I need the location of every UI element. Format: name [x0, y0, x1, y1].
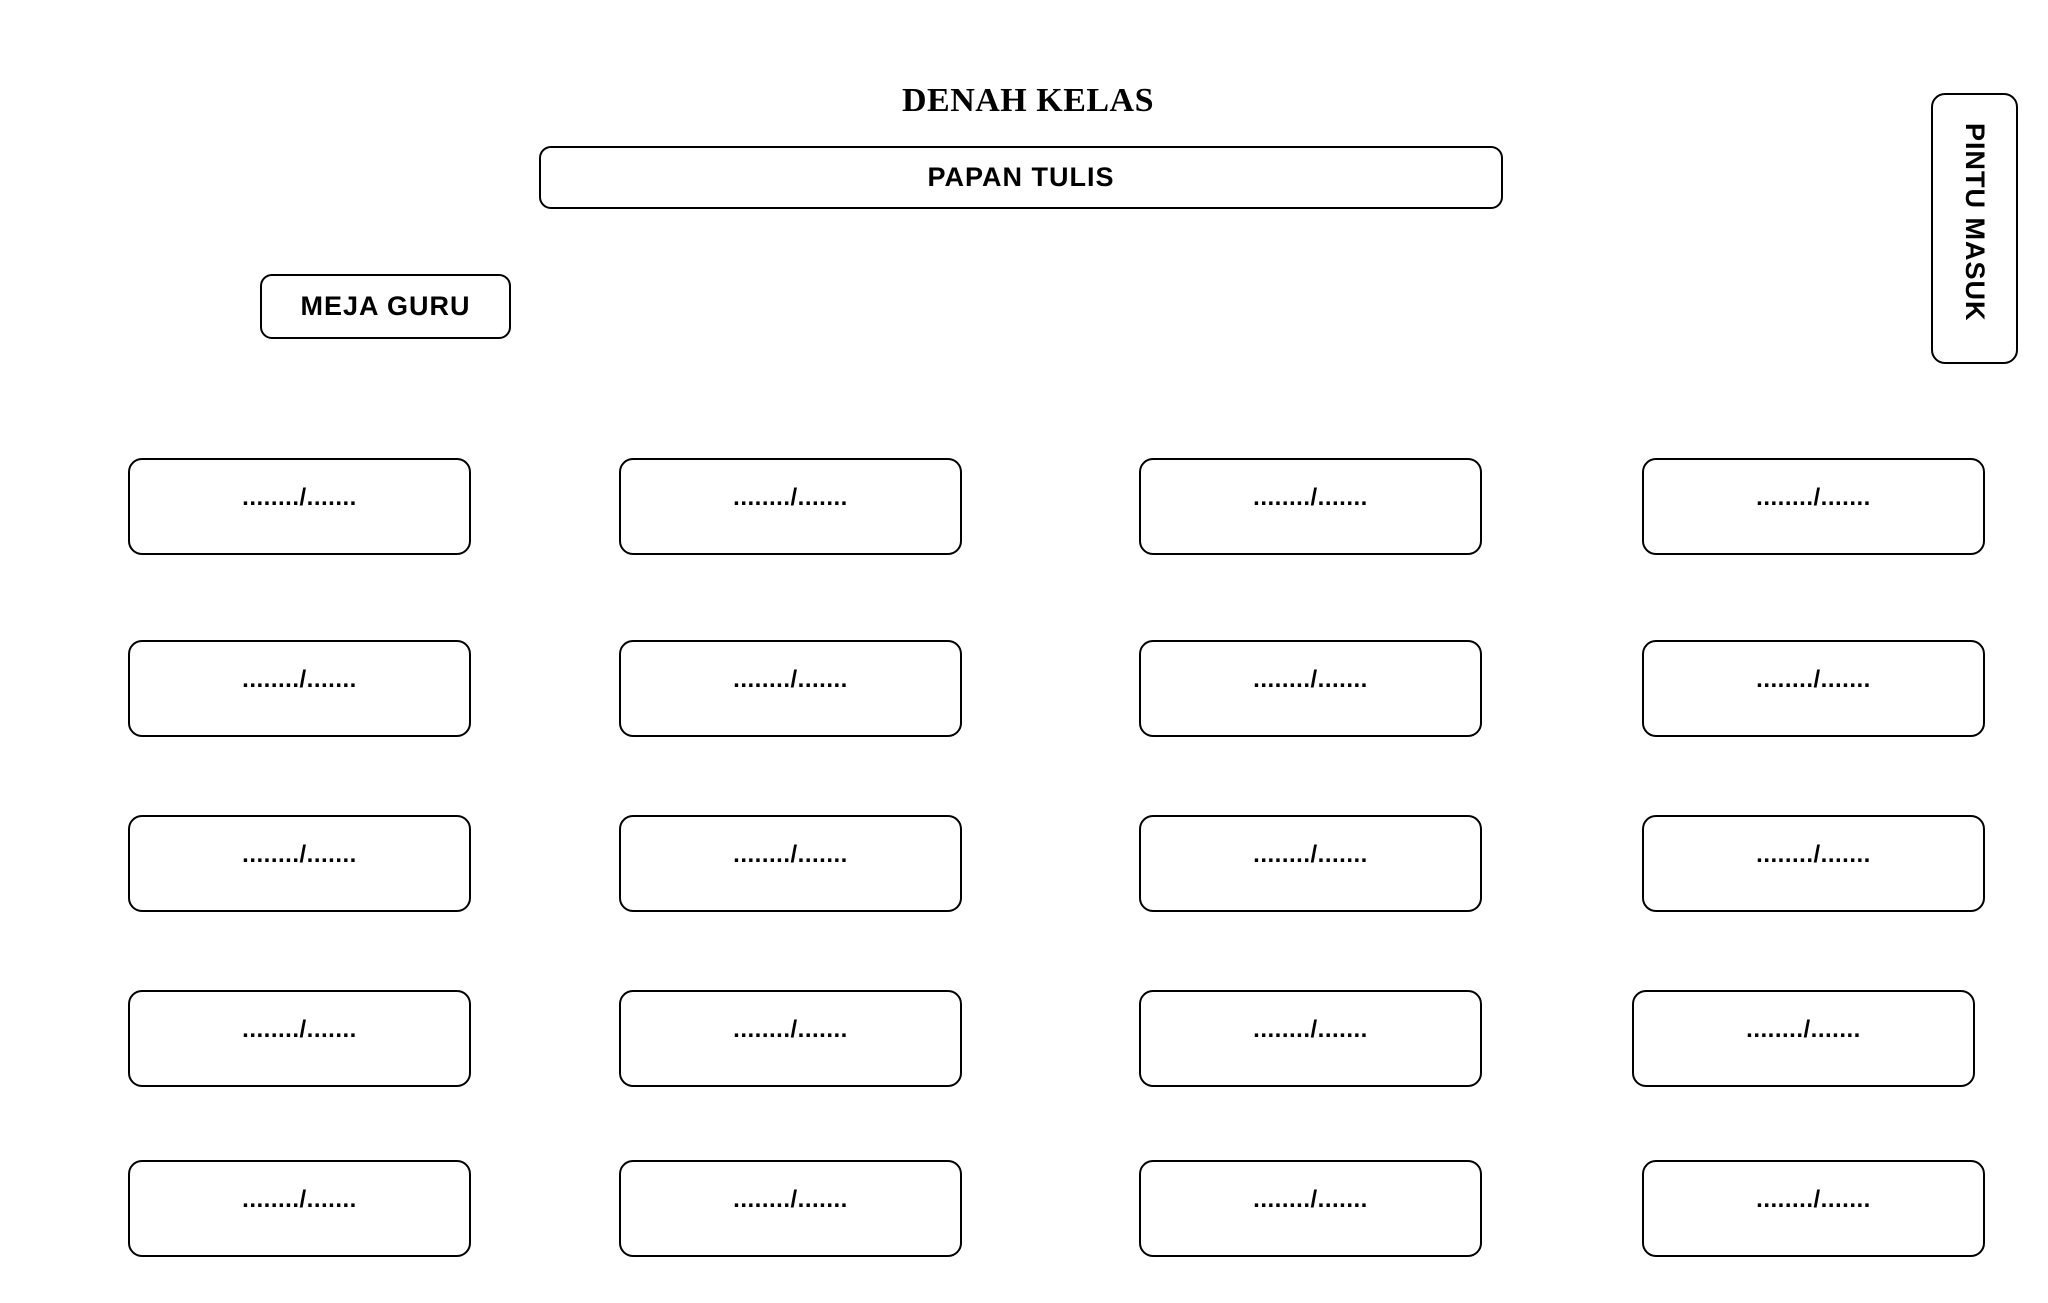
student-desk: ......../....... [128, 990, 471, 1087]
student-desk: ......../....... [1642, 815, 1985, 912]
desk-label: ......../....... [242, 1016, 357, 1043]
desk-label: ......../....... [733, 484, 848, 511]
desk-label: ......../....... [242, 666, 357, 693]
desk-label: ......../....... [242, 484, 357, 511]
student-desk: ......../....... [128, 1160, 471, 1257]
student-desk: ......../....... [128, 640, 471, 737]
student-desk: ......../....... [1139, 1160, 1482, 1257]
student-desk: ......../....... [1139, 640, 1482, 737]
student-desk: ......../....... [128, 815, 471, 912]
desk-label: ......../....... [1253, 1016, 1368, 1043]
desk-label: ......../....... [1756, 666, 1871, 693]
desk-label: ......../....... [1253, 484, 1368, 511]
desk-label: ......../....... [733, 841, 848, 868]
desk-label: ......../....... [1253, 666, 1368, 693]
student-desk: ......../....... [619, 990, 962, 1087]
desk-label: ......../....... [1253, 841, 1368, 868]
desk-label: ......../....... [733, 666, 848, 693]
teacher-desk-label: MEJA GURU [300, 291, 471, 321]
student-desk: ......../....... [619, 640, 962, 737]
student-desk: ......../....... [128, 458, 471, 555]
entrance-door-label: PINTU MASUK [1960, 123, 1990, 322]
student-desk: ......../....... [1642, 640, 1985, 737]
entrance-door: PINTU MASUK [1931, 93, 2018, 364]
student-desk: ......../....... [1139, 815, 1482, 912]
whiteboard: PAPAN TULIS [539, 146, 1503, 209]
student-desk: ......../....... [1632, 990, 1975, 1087]
student-desk: ......../....... [619, 815, 962, 912]
desk-label: ......../....... [733, 1186, 848, 1213]
desk-label: ......../....... [242, 1186, 357, 1213]
student-desk: ......../....... [1139, 458, 1482, 555]
desk-label: ......../....... [1756, 841, 1871, 868]
desk-label: ......../....... [1746, 1016, 1861, 1043]
desk-label: ......../....... [242, 841, 357, 868]
desk-label: ......../....... [1253, 1186, 1368, 1213]
student-desk: ......../....... [619, 458, 962, 555]
student-desk: ......../....... [1642, 458, 1985, 555]
student-desk: ......../....... [619, 1160, 962, 1257]
desk-label: ......../....... [1756, 484, 1871, 511]
teacher-desk: MEJA GURU [260, 274, 511, 339]
desk-label: ......../....... [733, 1016, 848, 1043]
student-desk: ......../....... [1642, 1160, 1985, 1257]
desk-label: ......../....... [1756, 1186, 1871, 1213]
whiteboard-label: PAPAN TULIS [927, 162, 1115, 192]
student-desk: ......../....... [1139, 990, 1482, 1087]
page-title: DENAH KELAS [901, 82, 1155, 119]
